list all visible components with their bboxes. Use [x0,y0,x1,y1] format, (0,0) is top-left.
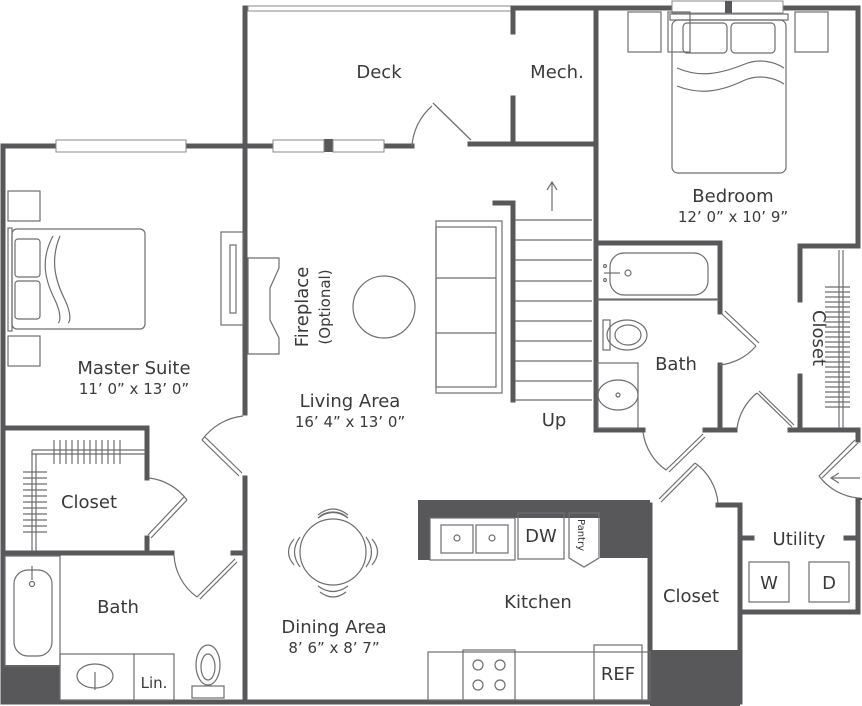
label-master-suite-size: 11’ 0” x 13’ 0” [79,380,189,398]
label-dryer: D [822,573,836,594]
label-living-area-size: 16’ 4” x 13’ 0” [295,413,405,431]
label-refrigerator: REF [601,664,635,685]
doors [147,102,859,600]
label-kitchen: Kitchen [504,592,572,613]
label-utility: Utility [773,529,826,550]
label-deck: Deck [356,62,402,83]
label-bedroom: Bedroom [692,186,773,207]
label-master-suite: Master Suite [77,358,190,379]
label-mech: Mech. [530,62,584,83]
label-master-closet: Closet [61,492,117,513]
room-labels: Deck Mech. Bedroom 12’ 0” x 10’ 9” Maste… [61,62,836,692]
label-pantry: Pantry [575,519,586,551]
label-washer: W [760,573,778,594]
label-dishwasher: DW [525,526,557,547]
label-fireplace-note: (Optional) [316,269,334,344]
label-bedroom-bath: Bath [655,354,697,375]
label-bedroom-closet: Closet [808,310,829,366]
label-linen: Lin. [141,674,168,692]
label-stairs-up: Up [542,410,567,431]
up-arrow-icon [546,180,558,211]
label-master-bath: Bath [97,597,139,618]
label-dining-area-size: 8’ 6” x 8’ 7” [288,639,379,657]
label-fireplace: Fireplace [292,267,313,348]
fixtures [4,11,860,701]
label-bedroom-size: 12’ 0” x 10’ 9” [678,208,788,226]
stairs [515,219,592,401]
kitchen-walls [5,498,862,706]
label-hall-closet: Closet [663,586,719,607]
label-living-area: Living Area [300,391,401,412]
entry-arrow-icon [829,472,860,484]
windows [55,0,784,153]
label-dining-area: Dining Area [281,617,386,638]
